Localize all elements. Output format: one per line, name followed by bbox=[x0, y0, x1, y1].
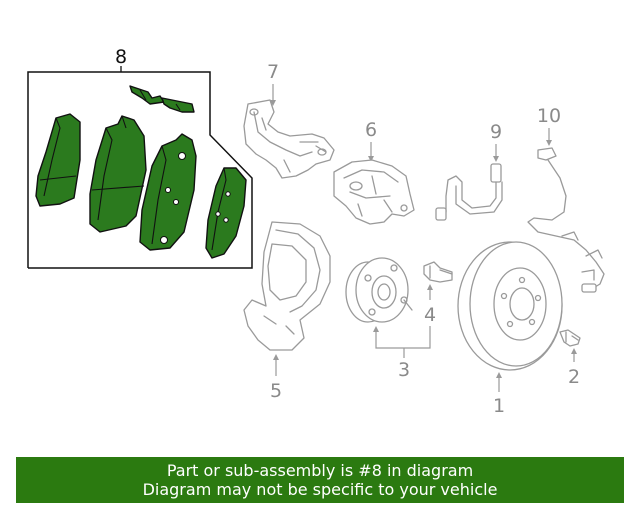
part-2-rotor-screw[interactable]: 2 bbox=[559, 329, 581, 388]
part-6-brake-caliper[interactable]: 6 bbox=[333, 119, 415, 225]
brake-pad-outer-left bbox=[35, 113, 81, 207]
callout-3: 3 bbox=[398, 359, 410, 381]
part-1-brake-rotor[interactable]: 1 bbox=[457, 241, 563, 417]
callout-6: 6 bbox=[365, 119, 377, 141]
callout-7: 7 bbox=[267, 61, 279, 83]
brake-pad-inner-right bbox=[139, 133, 197, 251]
callout-2: 2 bbox=[568, 366, 580, 388]
callout-4: 4 bbox=[424, 304, 436, 326]
part-3-wheel-hub-bearing[interactable]: 3 bbox=[345, 257, 431, 381]
part-7-caliper-bracket[interactable]: 7 bbox=[243, 61, 335, 179]
brake-pad-outer-right bbox=[205, 167, 247, 259]
part-5-splash-shield[interactable]: 5 bbox=[243, 221, 331, 402]
callout-10: 10 bbox=[537, 105, 561, 127]
part-9-brake-hose[interactable]: 9 bbox=[435, 121, 503, 221]
part-8-brake-pad-kit[interactable]: 8 bbox=[27, 46, 253, 269]
kit-outline-box bbox=[27, 71, 253, 269]
brake-pad-inner-left bbox=[89, 115, 147, 233]
banner-line-1: Part or sub-assembly is #8 in diagram bbox=[166, 461, 474, 480]
part-notice-banner: Part or sub-assembly is #8 in diagram Di… bbox=[16, 457, 624, 503]
part-10-wheel-speed-sensor[interactable]: 10 bbox=[527, 105, 605, 293]
callout-9: 9 bbox=[490, 121, 502, 143]
pad-clip-hardware bbox=[129, 85, 195, 113]
callout-5: 5 bbox=[270, 380, 282, 402]
part-4-hub-bolt[interactable]: 4 bbox=[423, 261, 453, 326]
callout-8: 8 bbox=[115, 46, 127, 68]
callout-1: 1 bbox=[493, 395, 505, 417]
banner-line-2: Diagram may not be specific to your vehi… bbox=[142, 480, 498, 499]
